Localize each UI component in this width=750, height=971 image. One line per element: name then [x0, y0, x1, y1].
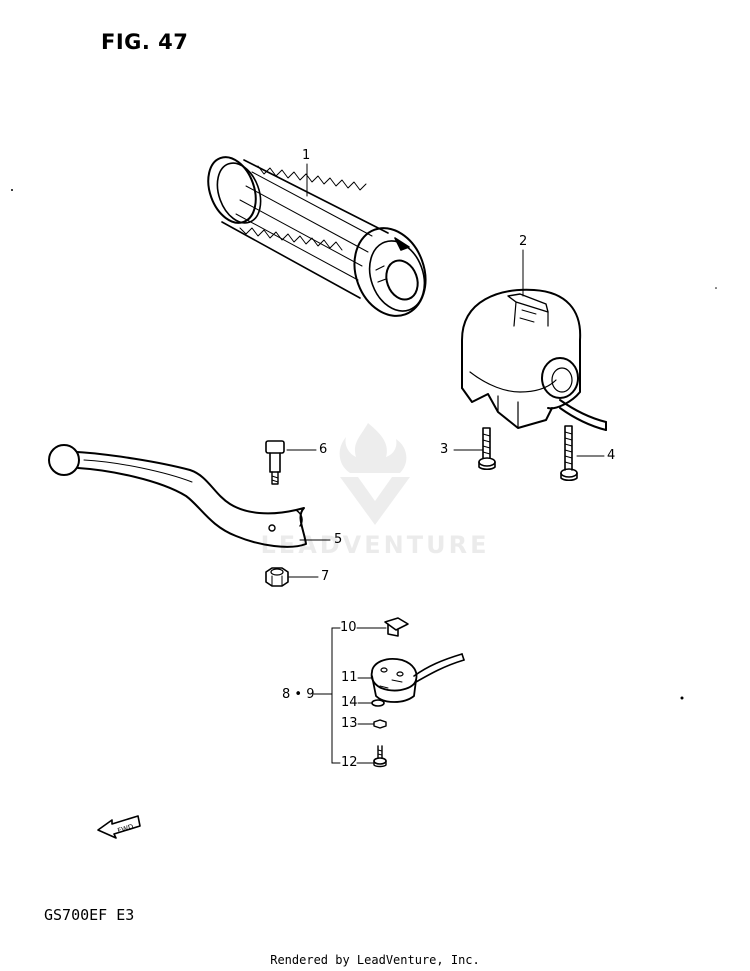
- leader-lines: [286, 163, 605, 764]
- render-credit: Rendered by LeadVenture, Inc.: [270, 953, 480, 967]
- callout-12: 12: [341, 755, 358, 770]
- callout-11: 11: [341, 670, 358, 685]
- callout-8-9: 8 • 9: [282, 687, 315, 702]
- callout-10: 10: [340, 620, 357, 635]
- callout-14: 14: [341, 695, 358, 710]
- screw-3-drawing: [478, 427, 496, 471]
- figure-title: FIG. 47: [101, 30, 189, 54]
- nut-7-drawing: [265, 567, 289, 587]
- grip-drawing: [207, 156, 427, 317]
- callout-13: 13: [341, 716, 358, 731]
- callout-2: 2: [519, 234, 528, 249]
- model-code: GS700EF E3: [44, 906, 135, 924]
- callout-5: 5: [334, 532, 343, 547]
- bolt-6-drawing: [265, 440, 285, 485]
- watermark-logo: [339, 423, 410, 525]
- callout-4: 4: [607, 448, 616, 463]
- callout-6: 6: [319, 442, 328, 457]
- callout-3: 3: [440, 442, 449, 457]
- lever-drawing: [48, 444, 307, 548]
- fwd-arrow-icon: FWD: [97, 815, 141, 839]
- callout-1: 1: [302, 148, 311, 163]
- switch-housing-drawing: [461, 288, 607, 431]
- callout-7: 7: [321, 569, 330, 584]
- watermark-text: LEADVENTURE: [260, 531, 490, 559]
- switch-assembly-drawing: [370, 617, 465, 768]
- screw-4-drawing: [560, 425, 578, 482]
